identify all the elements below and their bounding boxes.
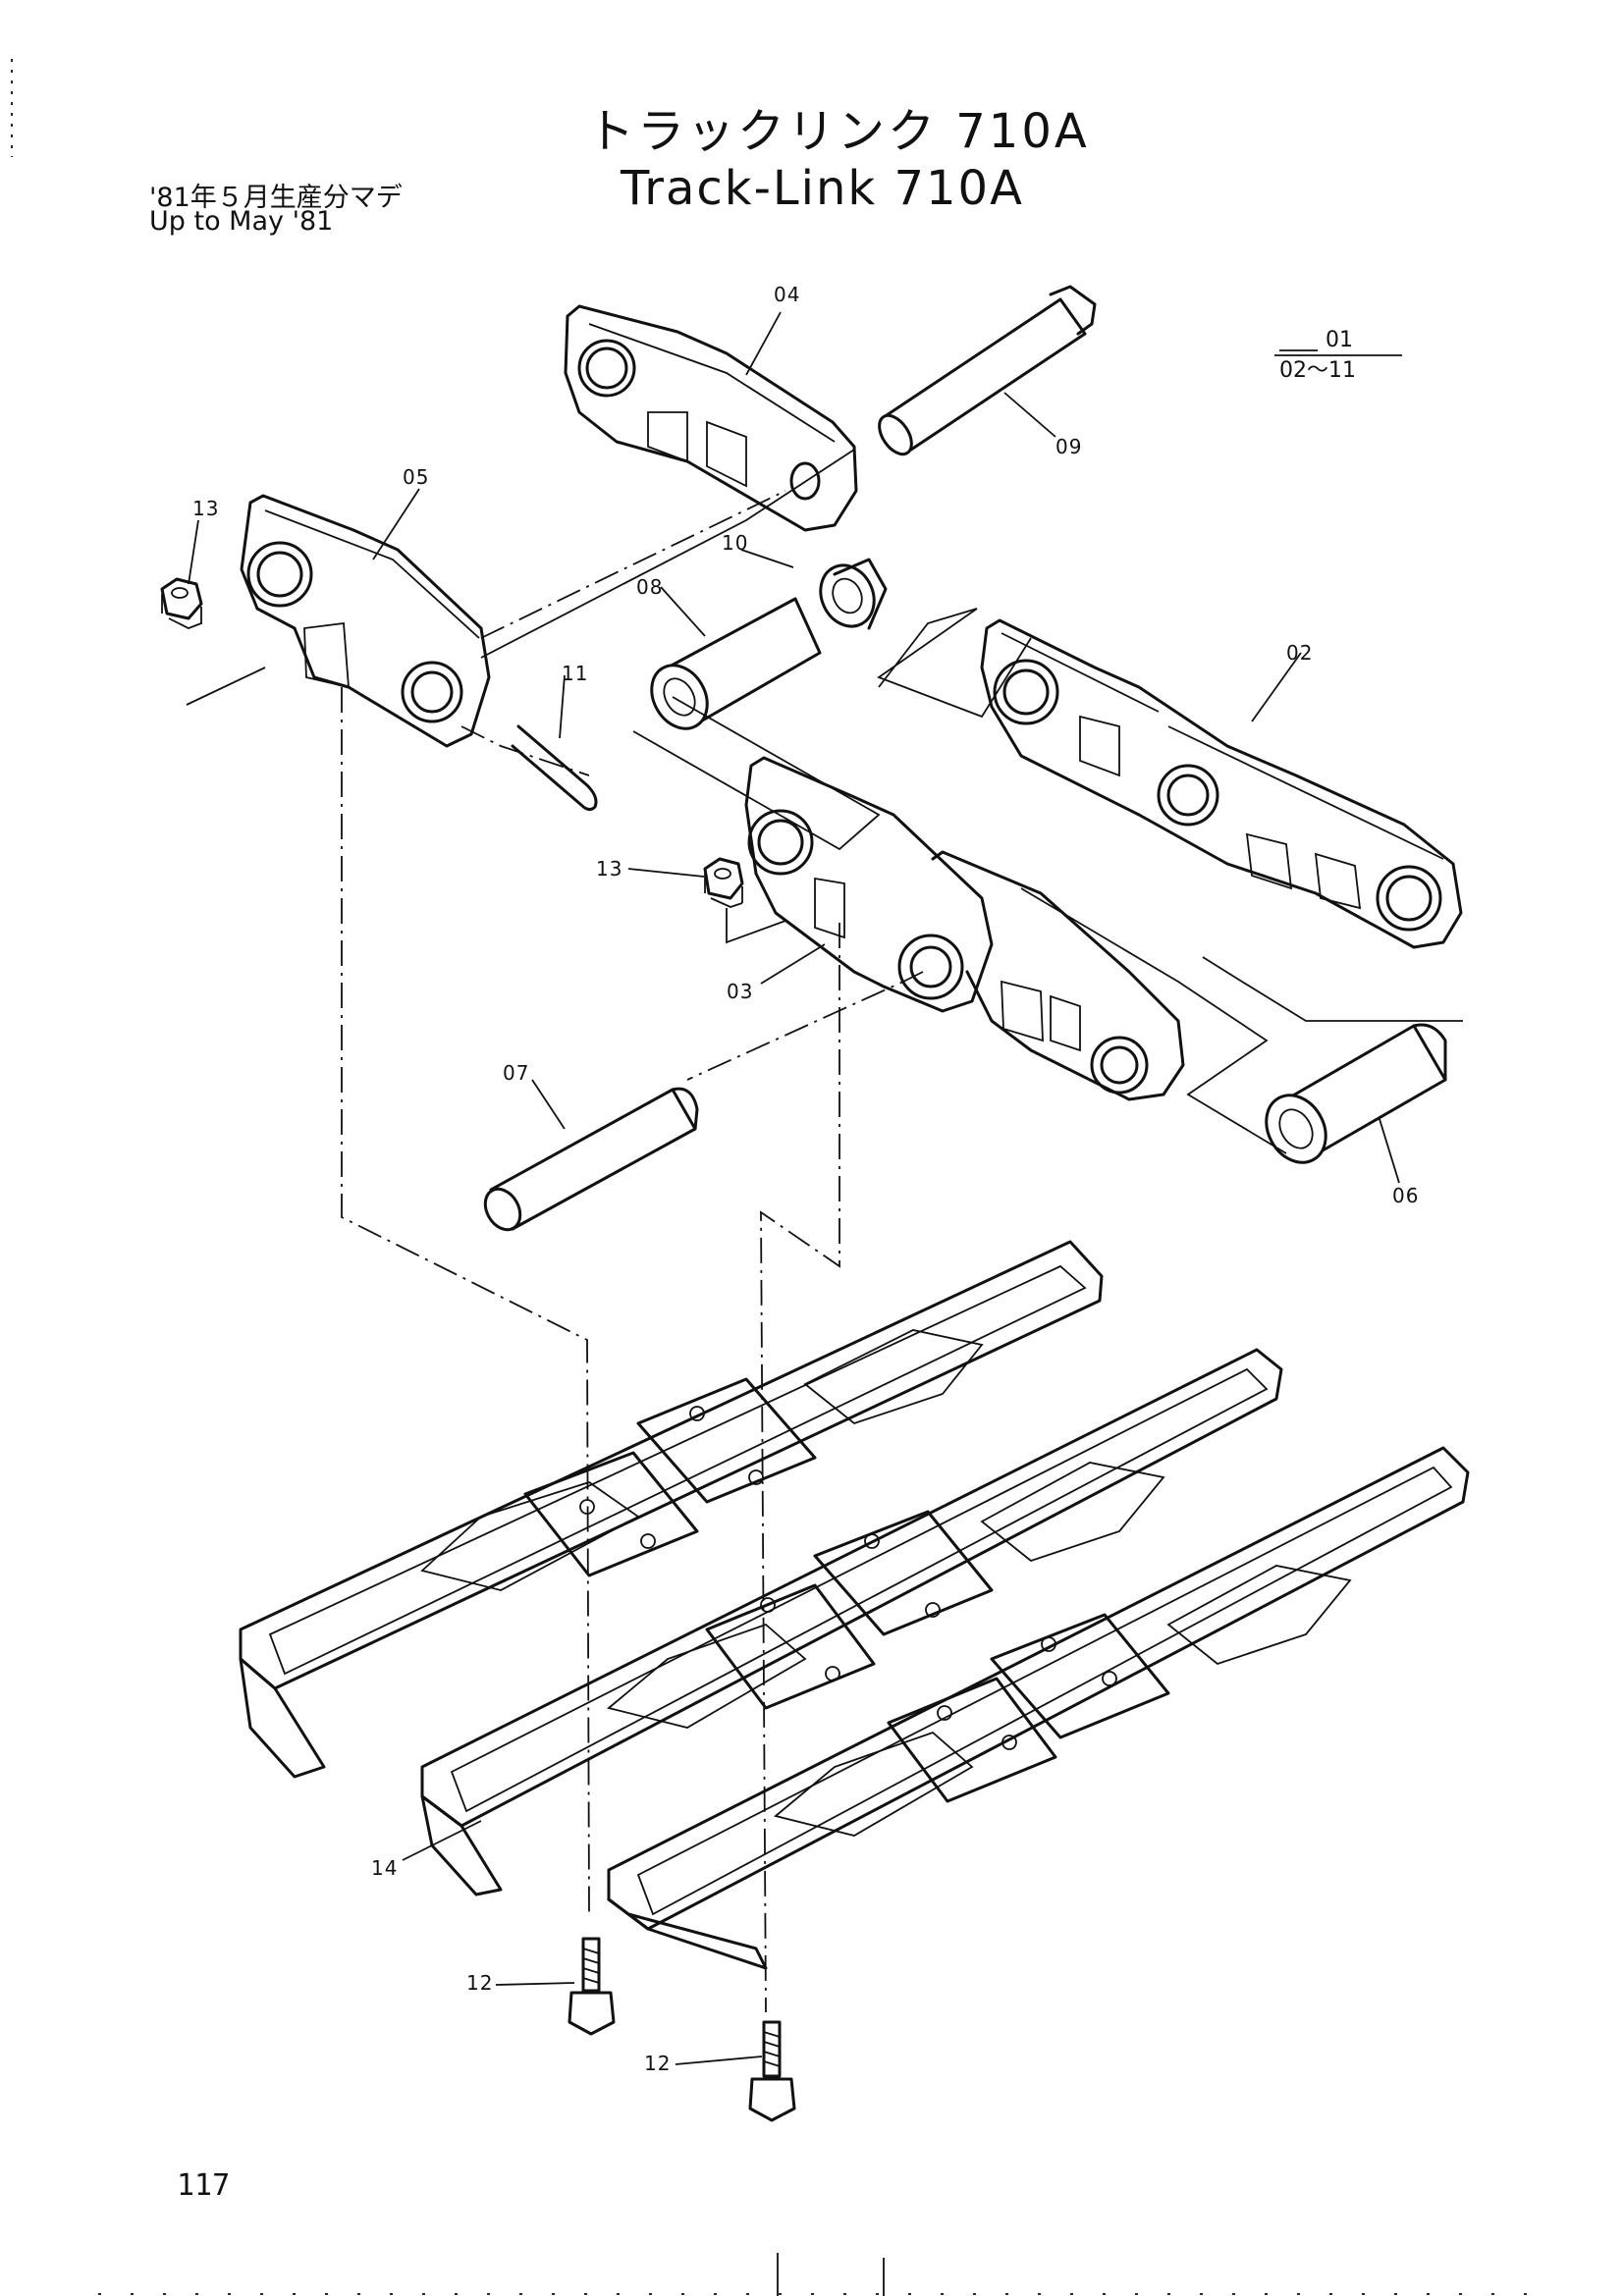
- part-label-05: 05: [403, 465, 430, 489]
- part-label-09: 09: [1055, 435, 1083, 458]
- track-link-02: [980, 618, 1463, 949]
- track-link-03: [744, 756, 1185, 1101]
- leader-lines: [188, 311, 1402, 2065]
- part-label-06: 06: [1392, 1184, 1420, 1207]
- track-link-05: [240, 494, 491, 748]
- track-shoe-14: [239, 1240, 1470, 1970]
- title-english: Track-Link 710A: [621, 161, 1024, 216]
- track-link-04: [564, 304, 858, 532]
- production-note-japanese: '81年５月生産分マデ: [149, 183, 403, 213]
- page-number: 117: [177, 2168, 231, 2203]
- part-label-07: 07: [503, 1061, 530, 1085]
- title-japanese: トラックリンク 710A: [587, 104, 1090, 159]
- part-label-03: 03: [727, 980, 754, 1003]
- pin-07: [483, 1087, 699, 1232]
- part-label-02: 02: [1286, 641, 1314, 665]
- part-label-13b: 13: [596, 857, 623, 881]
- group-ref-bottom: 02～11: [1279, 358, 1356, 383]
- seal-10: [819, 558, 888, 630]
- production-note-english: Up to May '81: [149, 206, 334, 237]
- assembly-lines: [186, 490, 1463, 2013]
- part-label-12a: 12: [466, 1971, 494, 1995]
- pin-09: [480, 285, 1097, 659]
- part-label-13a: 13: [192, 497, 220, 520]
- bolt-12b: [748, 2020, 796, 2122]
- part-label-11: 11: [562, 662, 589, 685]
- nut-13b: [703, 857, 744, 908]
- part-label-08: 08: [636, 575, 664, 599]
- bushing-08: [650, 597, 822, 730]
- part-label-14: 14: [371, 1856, 399, 1880]
- part-label-04: 04: [774, 283, 801, 306]
- cotter-pin-11: [511, 724, 598, 812]
- bushing-06: [1265, 1023, 1447, 1164]
- bolt-12a: [568, 1937, 616, 2036]
- part-label-12b: 12: [644, 2052, 672, 2075]
- group-ref-top: 01: [1325, 328, 1353, 352]
- part-label-10: 10: [722, 531, 749, 555]
- nut-13a: [160, 577, 203, 629]
